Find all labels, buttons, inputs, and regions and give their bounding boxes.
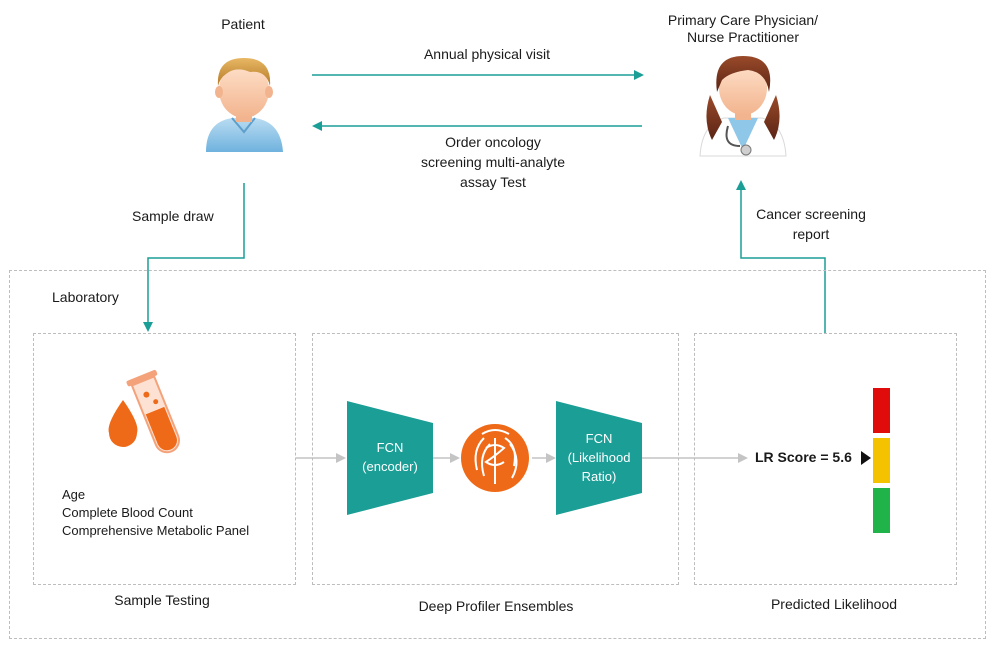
blood-drop-icon	[108, 400, 138, 447]
order-test-line2: screening multi-analyte	[421, 154, 565, 170]
deep-profiler-caption: Deep Profiler Ensembles	[418, 598, 574, 614]
test-tube-icon	[126, 369, 180, 454]
report-label: Cancer screening report	[756, 204, 866, 244]
physician-label-line1: Primary Care Physician/	[667, 12, 819, 28]
order-test-line3: assay Test	[460, 174, 526, 190]
likelihood-label-line3: Ratio)	[582, 469, 617, 484]
encoder-label-line2: (encoder)	[362, 459, 418, 474]
sample-input-age: Age	[62, 487, 86, 502]
sample-draw-label: Sample draw	[132, 208, 214, 224]
patient-icon	[206, 58, 283, 152]
fcn-encoder-block: FCN (encoder)	[347, 401, 433, 515]
annual-visit-label: Annual physical visit	[423, 46, 551, 62]
sample-testing-box	[33, 333, 296, 585]
risk-level-bar	[873, 388, 890, 533]
sample-input-cmp: Comprehensive Metabolic Panel	[62, 523, 250, 538]
lr-score: LR Score = 5.6	[755, 449, 852, 465]
physician-label: Primary Care Physician/ Nurse Practition…	[668, 12, 818, 46]
arrow-sample-draw	[143, 183, 245, 332]
deep-profiler-box	[312, 333, 679, 585]
order-test-label: Order oncology screening multi-analyte a…	[421, 132, 565, 192]
likelihood-label-line1: FCN	[586, 431, 613, 446]
report-line2: report	[792, 226, 830, 242]
order-test-line1: Order oncology	[445, 134, 541, 150]
sample-input-cbc: Complete Blood Count	[62, 505, 193, 520]
risk-level-high	[873, 388, 890, 433]
physician-icon	[699, 56, 787, 157]
sample-inputs-list: Age Complete Blood Count Comprehensive M…	[62, 486, 249, 540]
risk-level-low	[873, 488, 890, 533]
sample-testing-caption: Sample Testing	[114, 592, 210, 608]
report-line1: Cancer screening	[756, 206, 866, 222]
laboratory-container	[9, 270, 986, 639]
laboratory-label: Laboratory	[52, 289, 119, 305]
predicted-likelihood-box	[694, 333, 957, 585]
risk-level-medium	[873, 438, 890, 483]
physician-label-line2: Nurse Practitioner	[686, 29, 800, 45]
score-pointer-icon	[861, 451, 871, 465]
fingerprint-caduceus-icon	[461, 424, 529, 492]
predicted-likelihood-caption: Predicted Likelihood	[770, 596, 898, 612]
likelihood-label-line2: (Likelihood	[568, 450, 631, 465]
arrow-report	[736, 180, 826, 333]
patient-label: Patient	[221, 16, 265, 32]
encoder-label-line1: FCN	[377, 440, 404, 455]
fcn-likelihood-block: FCN (Likelihood Ratio)	[556, 401, 642, 515]
